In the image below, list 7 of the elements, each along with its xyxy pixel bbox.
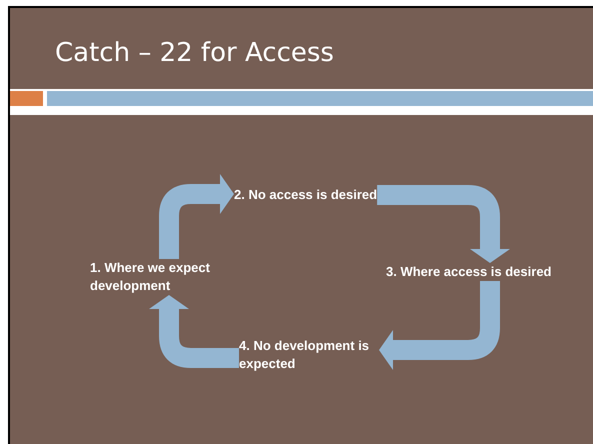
step-label: 4. No development is expected	[239, 337, 370, 373]
curved-arrow	[159, 174, 234, 259]
step-label: 2. No access is desired	[234, 186, 378, 204]
slide-title: Catch – 22 for Access	[55, 38, 334, 68]
step-label: 3. Where access is desired	[386, 263, 552, 281]
curved-arrow	[377, 185, 510, 263]
step-label: 1. Where we expect development	[90, 259, 211, 295]
